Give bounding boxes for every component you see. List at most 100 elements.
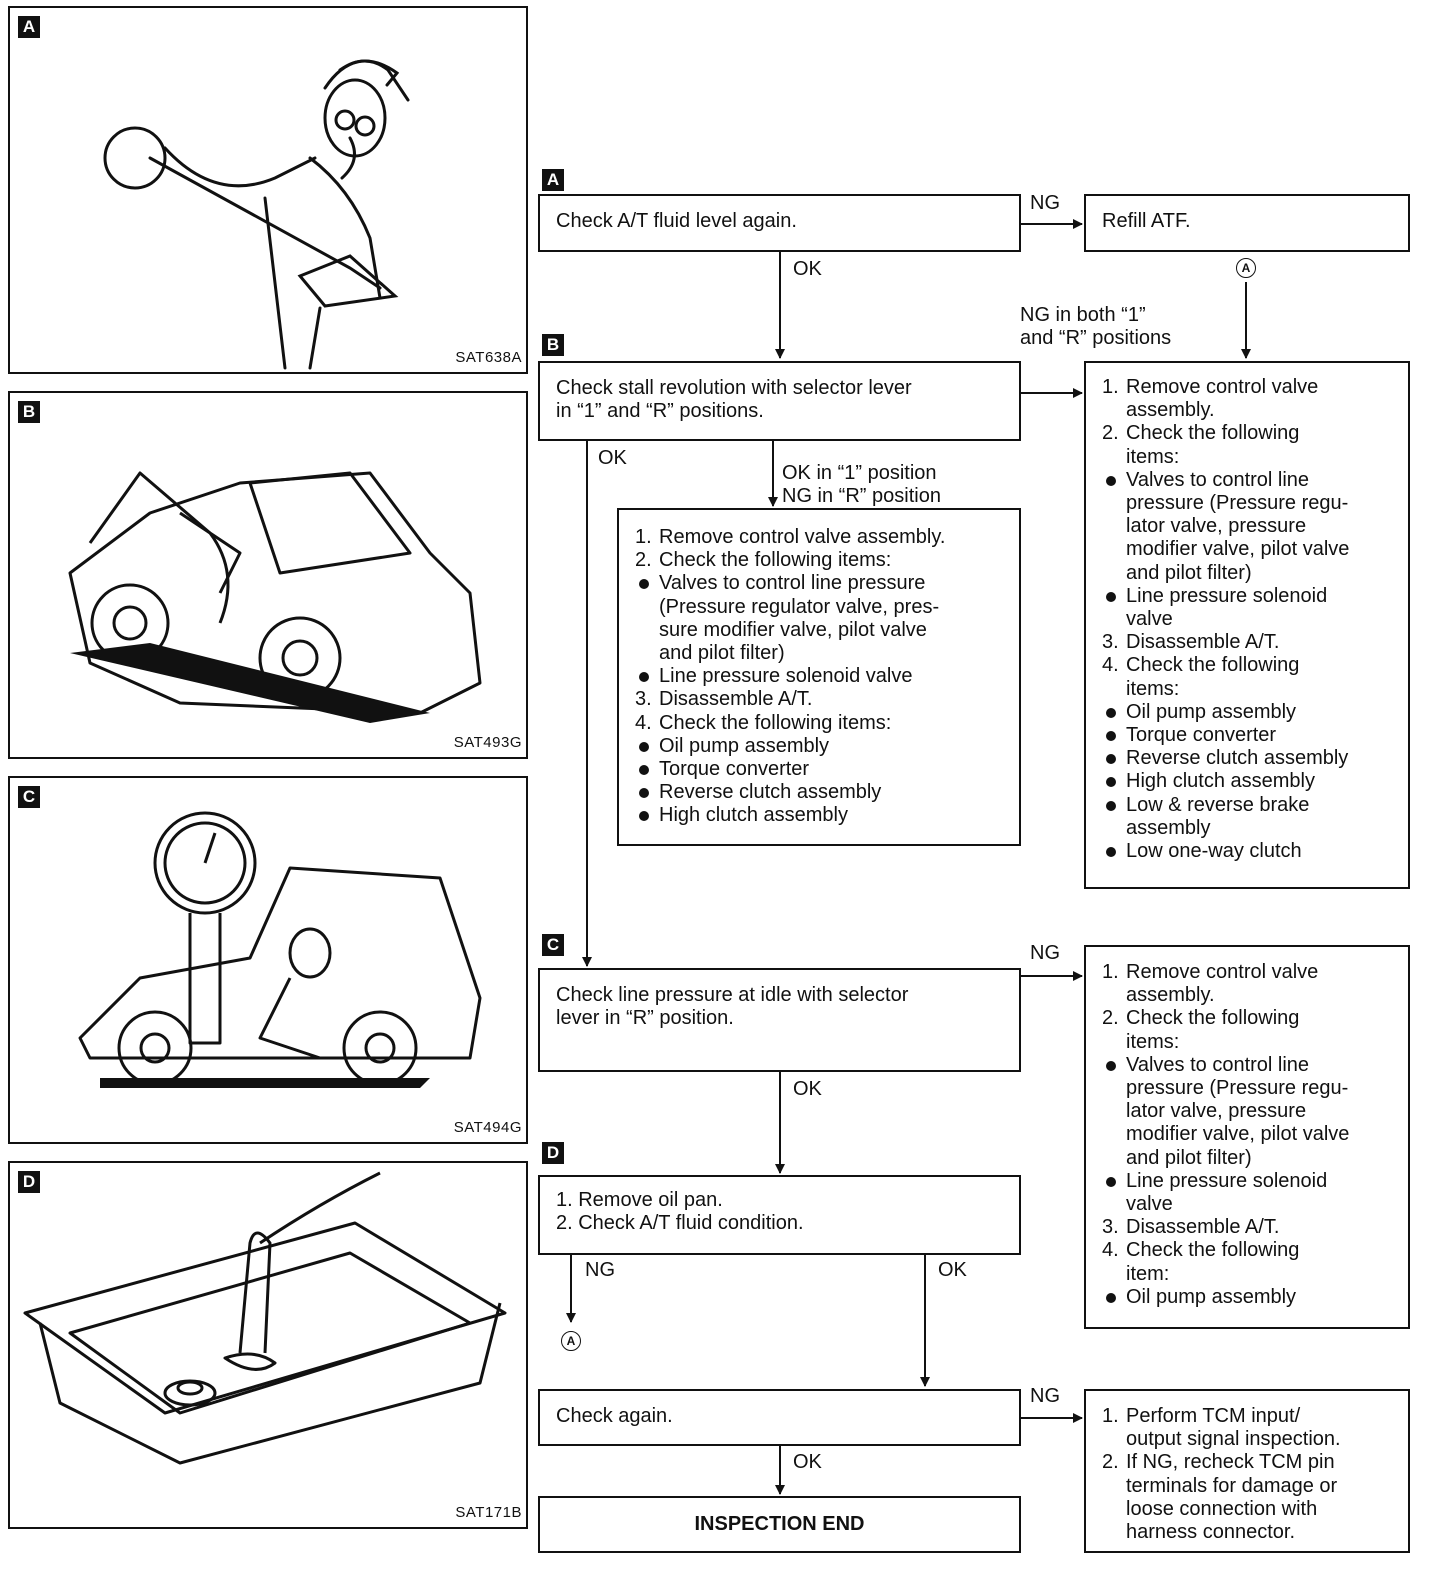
list-item: 3. Disassemble A/T.	[1102, 631, 1402, 654]
check-again-box: Check again.	[538, 1389, 1021, 1446]
list-number: 3.	[1102, 631, 1119, 654]
refill-atf-text: Refill ATF.	[1102, 210, 1191, 232]
car-line-pressure-gauge-illustration	[78, 811, 482, 1088]
step-b-box: Check stall revolution with selector lev…	[538, 361, 1021, 441]
illustration-b-panel: B SAT493G	[8, 391, 528, 759]
label-again-ok: OK	[793, 1451, 822, 1473]
list-item: Reverse clutch assembly	[1102, 747, 1402, 770]
list-item: 1.Perform TCM input/ output signal inspe…	[1102, 1405, 1402, 1451]
list-number: 3.	[1102, 1216, 1119, 1239]
illustration-d-panel: D SAT171B	[8, 1161, 528, 1529]
check-again-text: Check again.	[556, 1405, 673, 1427]
list-number: 4.	[635, 711, 652, 734]
label-a-ok: OK	[793, 258, 822, 280]
refill-atf-box: Refill ATF.	[1084, 194, 1410, 252]
list-item-text: Oil pump assembly	[1126, 700, 1297, 723]
oil-pan-illustration	[23, 1171, 507, 1465]
label-ok1-ngr: OK in “1” position NG in “R” position	[782, 462, 941, 507]
label-a-ng: NG	[1030, 192, 1060, 214]
step-d-text: 1. Remove oil pan. 2. Check A/T fluid co…	[556, 1189, 804, 1234]
list-item-text: Check the following items:	[1126, 422, 1300, 468]
list-item: Line pressure solenoid valve	[1102, 585, 1402, 631]
list-item: 3.Disassemble A/T.	[635, 688, 1011, 711]
list-item-text: Line pressure solenoid valve	[1126, 1169, 1328, 1216]
list-item: Line pressure solenoid valve	[635, 665, 1011, 688]
list-number: 1.	[635, 526, 652, 548]
stall-ng-r-action-box: 1.Remove control valve assembly.2.Check …	[617, 508, 1021, 846]
label-d-ng: NG	[585, 1259, 615, 1281]
list-number: 2.	[635, 549, 652, 572]
list-item-text: Low one-way clutch	[1126, 840, 1302, 863]
list-item: Oil pump assembly	[1102, 1286, 1402, 1309]
list-item: Oil pump assembly	[1102, 701, 1402, 724]
list-item-text: Disassemble A/T.	[1126, 631, 1280, 654]
illustration-a-code: SAT638A	[455, 349, 522, 366]
list-item: 1.Remove control valve assembly.	[1102, 961, 1402, 1007]
list-item: High clutch assembly	[635, 804, 1011, 827]
list-item-text: Check the following item:	[1126, 1239, 1300, 1285]
list-item: 2.If NG, recheck TCM pin terminals for d…	[1102, 1451, 1402, 1544]
list-item: 4.Check the following item:	[1102, 1239, 1402, 1285]
list-item-text: If NG, recheck TCM pin terminals for dam…	[1126, 1451, 1338, 1544]
list-item-text: Disassemble A/T.	[659, 688, 813, 711]
list-item-text: Low & reverse brake assembly	[1126, 793, 1310, 839]
step-b-tag: B	[542, 334, 564, 356]
inspection-end-box: INSPECTION END	[538, 1496, 1021, 1553]
list-item: Torque converter	[1102, 724, 1402, 747]
list-item-text: Torque converter	[659, 758, 810, 781]
connector-a-top: A	[1236, 258, 1256, 278]
stall-ng-both-action-list: 1. Remove control valve assembly. 2. Check …	[1102, 376, 1402, 863]
step-d-tag: D	[542, 1142, 564, 1164]
step-a-box: Check A/T fluid level again.	[538, 194, 1021, 252]
list-item-text: Line pressure solenoid valve	[1126, 584, 1328, 631]
list-item-text: Valves to control line pressure (Pressur…	[1126, 468, 1350, 584]
list-number: 2.	[1102, 422, 1119, 445]
list-item-text: Check the following items:	[659, 711, 892, 734]
step-c-tag: C	[542, 934, 564, 956]
list-item: Valves to control line pressure (Pressur…	[1102, 1054, 1402, 1170]
list-item: 1. Remove control valve assembly.	[635, 526, 1011, 549]
mechanic-checking-dipstick-illustration	[103, 59, 410, 370]
list-item: 1. Remove control valve assembly.	[1102, 376, 1402, 422]
illustration-b-tag: B	[18, 401, 40, 423]
label-again-ng: NG	[1030, 1385, 1060, 1407]
illustration-c-panel: C SAT494G	[8, 776, 528, 1144]
illustration-c-tag: C	[18, 786, 40, 808]
list-item-text: Remove control valve assembly.	[1126, 376, 1319, 422]
list-item: Low one-way clutch	[1102, 840, 1402, 863]
illustration-b-code: SAT493G	[453, 734, 522, 751]
list-item: 2. Check the following items:	[1102, 422, 1402, 468]
step-a-tag: A	[542, 169, 564, 191]
list-item-text: Oil pump assembly	[659, 734, 830, 757]
list-number: 1.	[1102, 1405, 1119, 1427]
inspection-end-text: INSPECTION END	[694, 1513, 865, 1535]
list-item: Line pressure solenoid valve	[1102, 1170, 1402, 1216]
list-item-text: Reverse clutch assembly	[659, 781, 882, 804]
illustration-d-code: SAT171B	[455, 1504, 522, 1521]
step-b-text: Check stall revolution with selector lev…	[556, 377, 912, 422]
label-c-ok: OK	[793, 1078, 822, 1100]
line-pressure-ng-action-list: 1.Remove control valve assembly.2.Check …	[1102, 961, 1402, 1309]
list-item-text: High clutch assembly	[659, 804, 848, 827]
list-item-text: Torque converter	[1126, 724, 1277, 747]
list-item: 2.Check the following items:	[1102, 1007, 1402, 1053]
list-item: Oil pump assembly	[635, 735, 1011, 758]
list-item-text: High clutch assembly	[1126, 770, 1315, 793]
step-c-text: Check line pressure at idle with selecto…	[556, 984, 909, 1029]
step-d-box: 1. Remove oil pan. 2. Check A/T fluid co…	[538, 1175, 1021, 1255]
connector-a-bottom: A	[561, 1331, 581, 1351]
label-b-ok: OK	[598, 447, 627, 469]
list-item-text: Reverse clutch assembly	[1126, 747, 1349, 770]
list-number: 1.	[1102, 376, 1119, 398]
line-pressure-ng-action-box: 1.Remove control valve assembly.2.Check …	[1084, 945, 1410, 1329]
list-item: Reverse clutch assembly	[635, 781, 1011, 804]
list-item-text: Remove control valve assembly.	[659, 526, 946, 548]
list-item: 2.Check the following items:	[635, 549, 1011, 572]
step-c-box: Check line pressure at idle with selecto…	[538, 968, 1021, 1072]
list-item-text: Disassemble A/T.	[1126, 1216, 1280, 1239]
list-item: 4.Check the following items:	[1102, 654, 1402, 700]
list-item: Valves to control line pressure (Pressur…	[1102, 469, 1402, 585]
step-a-text: Check A/T fluid level again.	[556, 210, 797, 232]
list-item: Valves to control line pressure (Pressur…	[635, 572, 1011, 665]
